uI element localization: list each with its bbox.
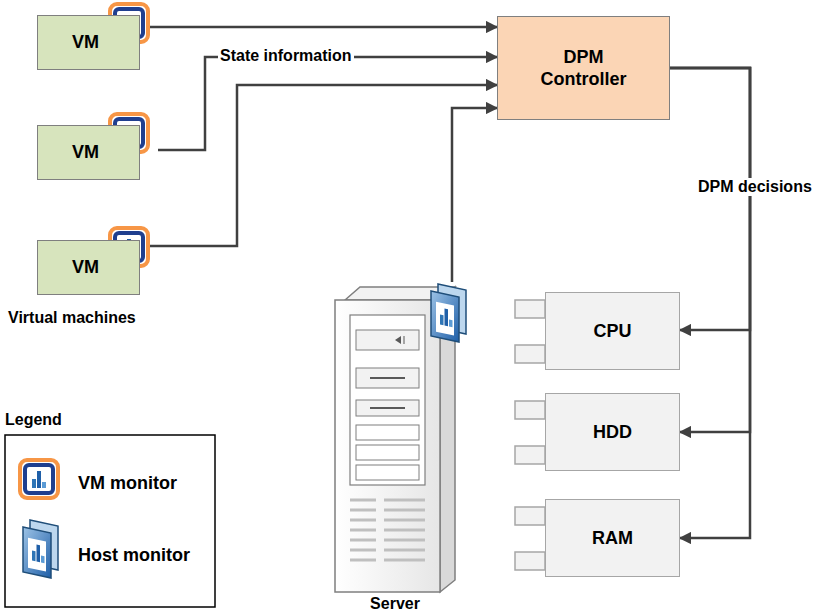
node-label: CPU xyxy=(593,320,631,343)
virtual-machine-box: VM xyxy=(37,240,140,295)
legend-box xyxy=(5,435,215,607)
component-pins xyxy=(515,300,545,570)
hardware-component: HDD xyxy=(545,393,680,471)
connector-arrow xyxy=(670,68,750,330)
hardware-component: RAM xyxy=(545,499,680,577)
legend-entry: Host monitor xyxy=(78,545,190,566)
node-label: RAM xyxy=(592,527,633,550)
connector-arrow xyxy=(670,68,750,432)
connector-arrow xyxy=(150,85,497,246)
hardware-component: CPU xyxy=(545,292,680,370)
edge-label: State information xyxy=(218,47,354,65)
connector-arrow xyxy=(670,68,750,538)
legend-title: Legend xyxy=(5,411,62,429)
node-label: VM xyxy=(72,141,99,164)
node-label: DPM Controller xyxy=(529,46,639,91)
connector-arrow xyxy=(158,57,497,150)
legend-entry: VM monitor xyxy=(78,473,177,494)
connector-arrow xyxy=(150,26,497,29)
group-label: Virtual machines xyxy=(8,309,136,327)
connector-arrow xyxy=(452,108,497,282)
server-label: Server xyxy=(370,594,420,614)
virtual-machine-box: VM xyxy=(37,15,140,70)
virtual-machine-box: VM xyxy=(37,125,140,180)
node-label: VM xyxy=(72,256,99,279)
node-label: VM xyxy=(72,31,99,54)
edge-label: DPM decisions xyxy=(696,178,814,196)
controller-box: DPM Controller xyxy=(497,16,670,120)
server-node: Server xyxy=(335,287,455,592)
node-label: HDD xyxy=(593,421,632,444)
